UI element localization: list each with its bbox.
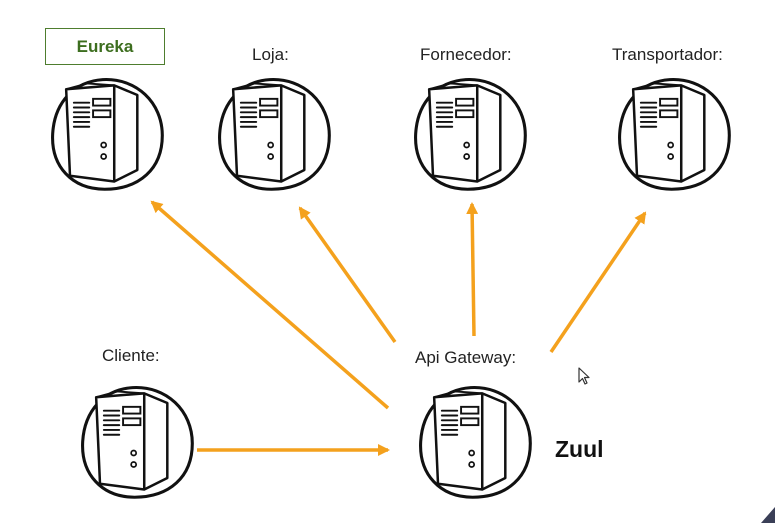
arrow-gateway-to-eureka xyxy=(150,200,390,410)
eureka-label-box: Eureka xyxy=(45,28,165,65)
cliente-label: Cliente: xyxy=(102,346,160,365)
server-icon xyxy=(51,77,164,191)
eureka-label: Eureka xyxy=(76,36,134,56)
arrow-gateway-to-fornecedor xyxy=(466,202,479,337)
gateway-label: Api Gateway: xyxy=(415,348,517,367)
cursor-icon xyxy=(578,367,590,385)
server-icon xyxy=(414,77,527,191)
arrow-gateway-to-loja xyxy=(298,206,397,344)
arrow-gateway-to-transportador xyxy=(549,211,647,353)
server-icon xyxy=(81,385,194,499)
server-icon xyxy=(618,77,731,191)
corner-shape xyxy=(761,507,775,523)
transportador-label: Transportador: xyxy=(612,45,723,64)
server-icon xyxy=(218,77,331,191)
server-icon xyxy=(419,385,532,499)
zuul-label: Zuul xyxy=(555,436,604,462)
arrows xyxy=(150,200,647,456)
loja-label: Loja: xyxy=(252,45,289,64)
fornecedor-label: Fornecedor: xyxy=(420,45,512,64)
